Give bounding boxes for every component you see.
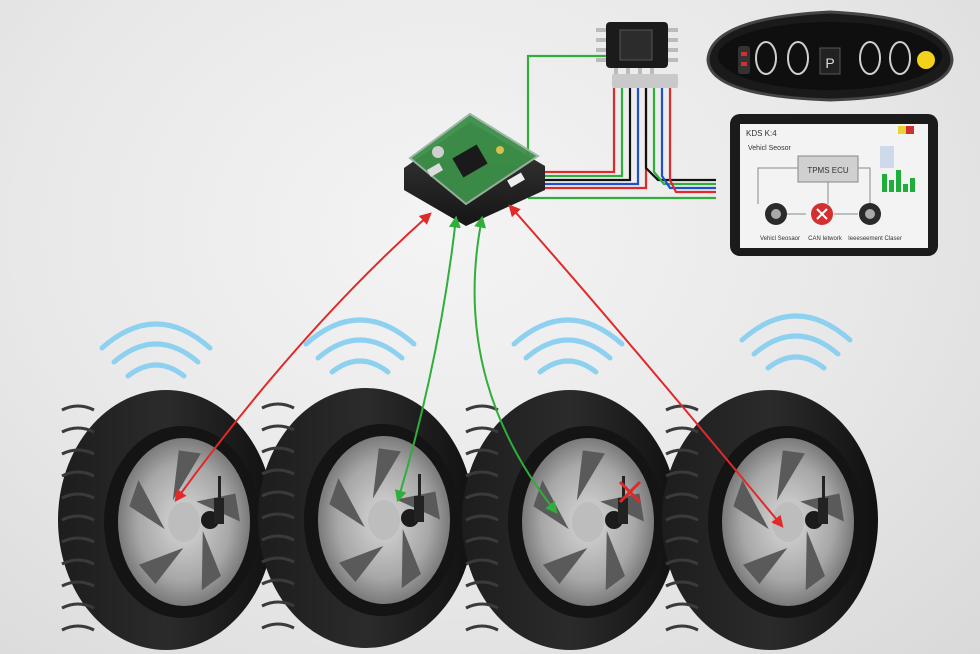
ecu-label: TPMS ECU	[807, 166, 849, 175]
tire-front-right	[258, 388, 474, 648]
instrument-cluster: P	[706, 10, 954, 102]
rim-front-right	[318, 436, 450, 604]
ecu-box	[797, 155, 859, 183]
diagnostic-tablet: KDS K:4 Vehicl Seosor TPMS ECU Vehicl Se…	[730, 114, 938, 256]
wifi-icon	[303, 317, 417, 375]
wiring-harness	[520, 54, 716, 200]
rim-rear-right	[722, 438, 854, 606]
rim-front-left	[118, 438, 250, 606]
wifi-icon	[739, 313, 853, 371]
wifi-icon	[99, 321, 213, 379]
fault-x-icon	[816, 208, 828, 220]
svg-text:P: P	[825, 55, 834, 71]
tires	[58, 388, 878, 650]
ecu-chip	[596, 22, 678, 88]
rim-rear-left	[522, 438, 654, 606]
tablet-node-sensor	[765, 203, 787, 225]
node-label-1: CAN Ietwork	[808, 236, 843, 242]
tpms-sensor-icon	[805, 476, 828, 529]
signal-bars	[882, 170, 915, 192]
tablet-node-can	[811, 203, 833, 225]
tpms-receiver-module	[404, 112, 545, 226]
tablet-node-cluster	[859, 203, 881, 225]
tpms-warning-lamp-icon	[917, 51, 935, 69]
tire-rear-right	[662, 390, 878, 650]
sensor-links	[174, 204, 784, 528]
gauge-icons	[755, 41, 911, 75]
tablet-header: KDS K:4	[746, 129, 777, 138]
link-rear-right	[508, 204, 784, 528]
wifi-icon	[511, 317, 625, 375]
node-label-2: Ieeeseement Claser	[848, 236, 902, 242]
tire-rear-left	[462, 390, 678, 650]
tablet-subtitle: Vehicl Seosor	[748, 145, 791, 152]
tire-front-left	[58, 390, 274, 650]
link-front-right	[395, 215, 461, 503]
node-label-0: Vehicl Seosaor	[760, 236, 800, 242]
